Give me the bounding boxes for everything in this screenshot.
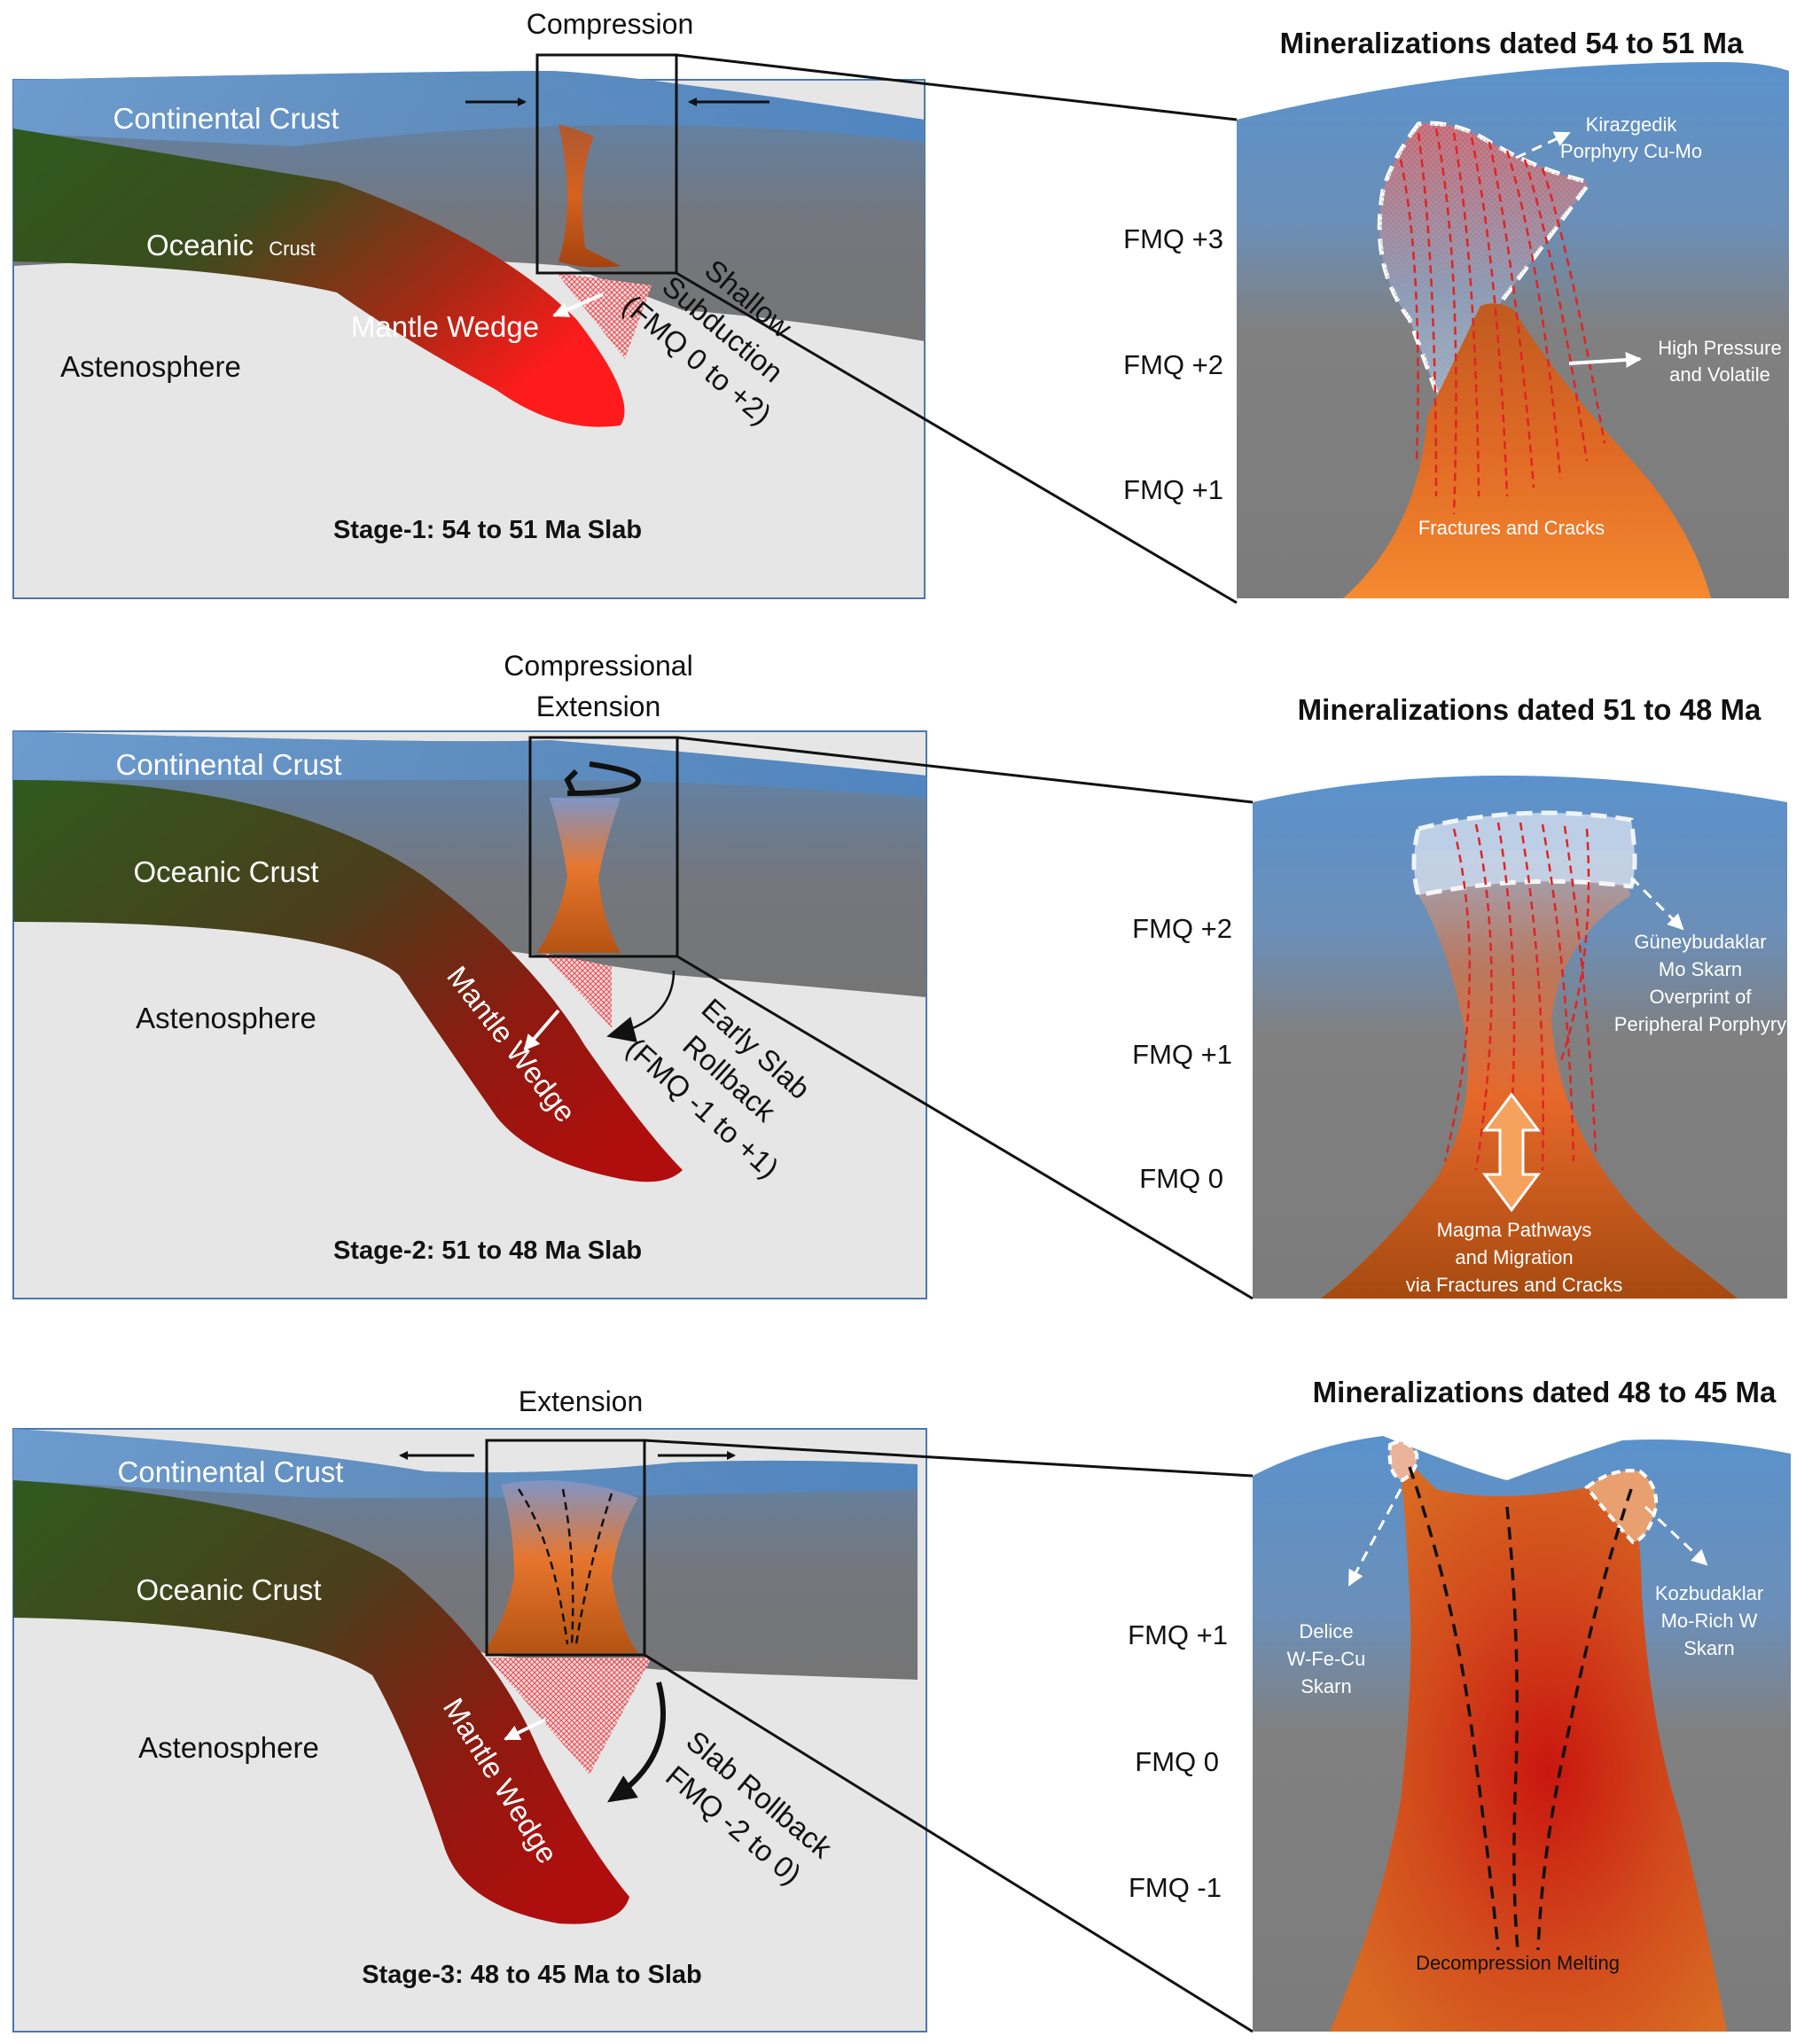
deposit-right-3-line3: Skarn xyxy=(1683,1637,1734,1659)
stage-3: Extension Continental Crust Oceanic Crus… xyxy=(12,1376,1791,2033)
oceanic-label-main-1: Oceanic xyxy=(146,229,254,261)
skarn-right-3 xyxy=(1584,1469,1659,1545)
stage-caption-2: Stage-2: 51 to 48 Ma Slab xyxy=(333,1237,642,1265)
deposit-left-3-line2: W-Fe-Cu xyxy=(1287,1648,1366,1670)
pressure-note-1-line1: High Pressure xyxy=(1658,337,1781,359)
deposit-label-1-line1: Kirazgedik xyxy=(1586,113,1678,136)
stage-2: Compressional Extension Continental Crus… xyxy=(12,650,1787,1300)
stage-2-cross-section xyxy=(12,730,1254,1300)
zoom-box-1 xyxy=(535,53,678,275)
deposit-left-3-line3: Skarn xyxy=(1301,1675,1351,1697)
fmq-level-3b: FMQ 0 xyxy=(1135,1746,1219,1777)
base-label-2-line2: and Migration xyxy=(1455,1246,1573,1268)
base-label-2-line3: via Fractures and Cracks xyxy=(1406,1274,1623,1296)
fracture-veins-2 xyxy=(1443,822,1597,1175)
continental-crust-label-3: Continental Crust xyxy=(118,1455,344,1488)
deposit-label-1-line2: Porphyry Cu-Mo xyxy=(1560,140,1702,162)
oceanic-slab-3 xyxy=(13,1480,629,1924)
stage-caption-3: Stage-3: 48 to 45 Ma to Slab xyxy=(362,1961,702,1989)
base-label-1: Fractures and Cracks xyxy=(1418,517,1605,539)
oceanic-crust-label-1: Oceanic Crust xyxy=(146,229,316,261)
fmq-level-3a: FMQ +1 xyxy=(1128,1619,1228,1650)
zoom-title-3: Mineralizations dated 48 to 45 Ma xyxy=(1313,1376,1777,1408)
deposit-label-2-line3: Overprint of xyxy=(1650,986,1753,1008)
mantle-wedge-hatch-3 xyxy=(488,1658,652,1775)
zoom-title-1: Mineralizations dated 54 to 51 Ma xyxy=(1280,27,1744,59)
fmq-level-1b: FMQ +2 xyxy=(1123,349,1223,380)
oceanic-slab-2 xyxy=(13,780,683,1182)
fracture-lines-3 xyxy=(517,1488,613,1645)
zoom-panel-2 xyxy=(1253,776,1787,1299)
magma-body-3 xyxy=(1330,1454,1727,2032)
deposit-label-2-line2: Mo Skarn xyxy=(1659,958,1742,980)
stage-caption-1: Stage-1: 54 to 51 Ma Slab xyxy=(333,516,642,544)
pressure-note-1-line2: and Volatile xyxy=(1669,363,1770,386)
continental-crust-label-2: Continental Crust xyxy=(116,748,342,781)
zoom-title-2: Mineralizations dated 51 to 48 Ma xyxy=(1298,693,1761,726)
migration-double-arrow-2 xyxy=(1482,1092,1541,1213)
deposit-left-3-line1: Delice xyxy=(1299,1620,1353,1642)
magma-stock-1 xyxy=(558,124,621,268)
mantle-wedge-label-1: Mantle Wedge xyxy=(351,310,539,343)
fracture-veins-1 xyxy=(1399,128,1606,515)
oceanic-label-suffix-1: Crust xyxy=(269,238,316,260)
zoom-panel-1 xyxy=(1237,62,1789,598)
zoom-panel-3 xyxy=(1253,1436,1791,2032)
fmq-level-2b: FMQ +1 xyxy=(1132,1039,1232,1070)
regime-label-3: Extension xyxy=(519,1385,644,1417)
base-label-2-line1: Magma Pathways xyxy=(1437,1219,1592,1241)
magma-stock-3 xyxy=(483,1480,638,1653)
continental-crust-label-1: Continental Crust xyxy=(113,102,340,135)
fmq-level-1a: FMQ +3 xyxy=(1123,223,1223,254)
deposit-right-3-line1: Kozbudaklar xyxy=(1655,1582,1763,1604)
regime-label-2-line1: Compressional xyxy=(504,650,692,682)
astenosphere-label-2: Astenosphere xyxy=(136,1002,316,1034)
zoom-box-3 xyxy=(485,1439,646,1657)
stage-1-cross-section xyxy=(12,53,1238,605)
regime-label-1: Compression xyxy=(527,8,694,40)
fmq-level-2a: FMQ +2 xyxy=(1132,913,1232,944)
regime-label-2-line2: Extension xyxy=(536,690,661,722)
oceanic-crust-label-3: Oceanic Crust xyxy=(136,1573,321,1606)
oceanic-slab-1 xyxy=(13,129,625,427)
fmq-level-2c: FMQ 0 xyxy=(1139,1163,1223,1194)
astenosphere-label-3: Astenosphere xyxy=(138,1731,319,1764)
stage-3-cross-section xyxy=(12,1428,1254,2033)
hourglass-magma-2 xyxy=(1321,851,1738,1299)
deposit-label-2-line4: Peripheral Porphyry xyxy=(1614,1013,1786,1035)
oceanic-crust-label-2: Oceanic Crust xyxy=(133,855,318,888)
base-label-3: Decompression Melting xyxy=(1416,1952,1620,1974)
deposit-right-3-line2: Mo-Rich W xyxy=(1661,1610,1758,1632)
fracture-lines-3-zoom xyxy=(1408,1466,1633,1951)
deposit-label-2-line1: Güneybudaklar xyxy=(1634,931,1766,953)
mantle-wedge-hatch-2 xyxy=(543,953,612,1028)
astenosphere-label-1: Astenosphere xyxy=(60,350,241,383)
zoom-box-2 xyxy=(528,736,679,958)
mantle-wedge-hatch-1 xyxy=(557,273,652,359)
magma-dome-1 xyxy=(1343,303,1711,598)
fmq-level-1c: FMQ +1 xyxy=(1123,474,1223,505)
magma-stock-2 xyxy=(536,798,621,953)
stage-1: Compression Continental Crust Oceanic Cr… xyxy=(12,8,1789,605)
fmq-level-3c: FMQ -1 xyxy=(1129,1872,1222,1903)
